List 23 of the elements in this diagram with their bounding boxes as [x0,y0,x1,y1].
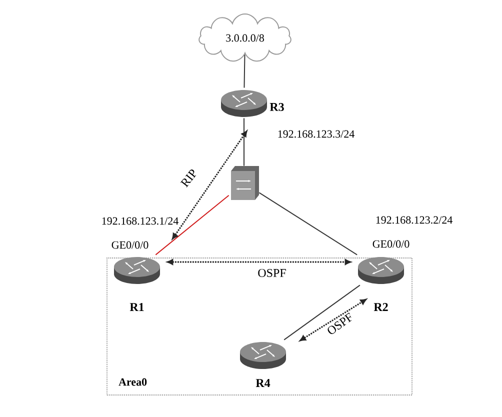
router-icon [221,90,267,117]
cloud: 3.0.0.0/8 [198,14,292,62]
router-icon [114,257,160,284]
dotted-arrow [300,298,366,342]
dotted-arrow [172,130,248,240]
link-line [258,192,358,256]
router-name: R4 [256,379,270,387]
router-name: R3 [270,102,284,112]
interface-label: GE0/0/0 [372,240,410,248]
router-name: R1 [130,303,144,311]
router-icon [240,342,286,369]
link-line [155,194,230,256]
switch-icon [231,166,259,200]
edge-label: RIP [178,166,200,190]
router-icon [358,257,404,284]
dotted-arrow [167,259,351,265]
router-name: R2 [374,303,388,311]
ip-address: 192.168.123.3/24 [278,130,354,138]
ip-address: 192.168.123.1/24 [102,217,178,225]
edge-label: OSPF [256,268,288,278]
interface-label: GE0/0/0 [112,241,148,249]
link-line [284,284,360,340]
ip-address: 192.168.123.2/24 [376,216,452,224]
